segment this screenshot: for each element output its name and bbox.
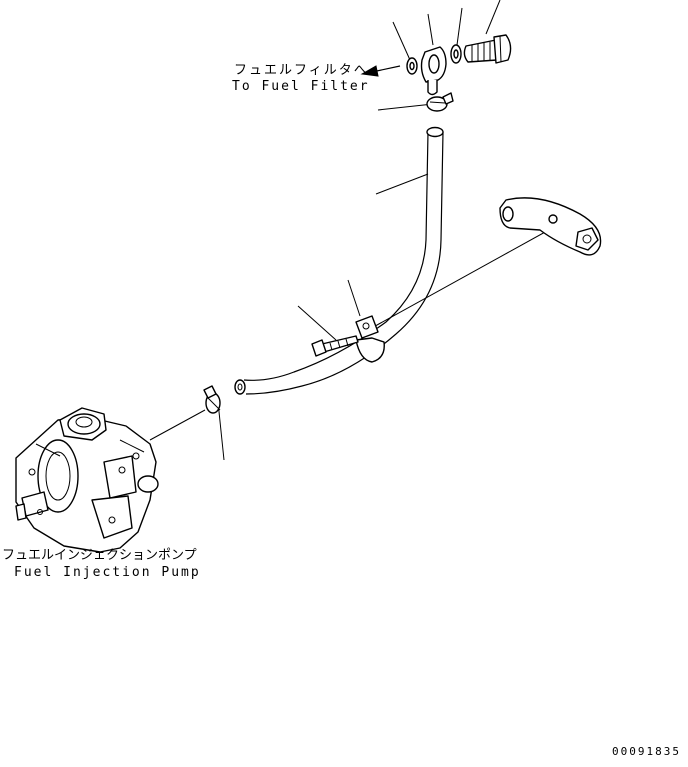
fuel-injection-pump-label-jp: フュエルインジェクションポンプ [2,548,197,563]
bracket [499,197,602,256]
washer-1 [406,57,418,75]
leader-lines [149,0,557,461]
upper-clamp [426,92,454,112]
drawing-number: 00091835 [612,745,681,758]
washer-2 [450,44,462,64]
fuel-injection-pump-label-en: Fuel Injection Pump [14,565,201,580]
hose-clip [355,315,385,363]
fuel-injection-pump [15,407,159,553]
to-fuel-filter-label-jp: フュエルフィルタへ [234,63,369,78]
lower-clamp [203,385,221,414]
fuel-hose [234,126,444,395]
clip-bolt [311,335,359,357]
to-fuel-filter-label-en: To Fuel Filter [232,79,370,94]
eye-bolt [463,34,512,64]
eye-joint [420,46,447,96]
to-filter-arrow [360,65,401,77]
